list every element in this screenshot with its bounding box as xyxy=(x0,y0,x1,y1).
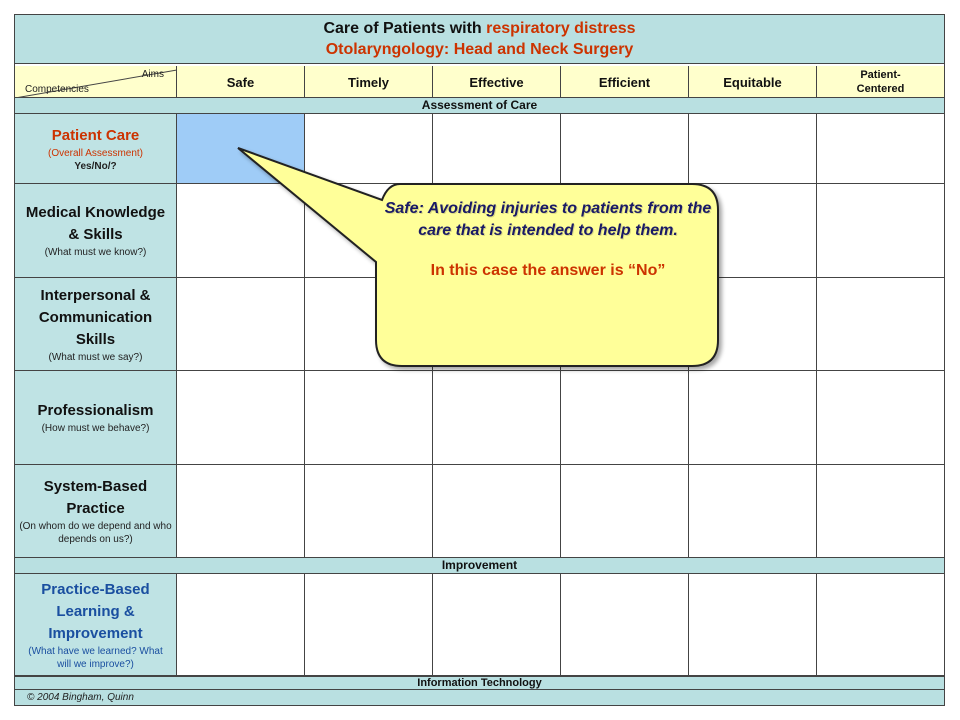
row-professionalism: Professionalism (How must we behave?) xyxy=(15,371,177,465)
aims-label: Aims xyxy=(141,69,164,80)
grid-cell[interactable] xyxy=(305,574,433,676)
aim-efficient: Efficient xyxy=(561,66,689,98)
row-subtitle: (On whom do we depend and who depends on… xyxy=(19,521,172,545)
grid-cell[interactable] xyxy=(817,114,944,184)
grid-cell[interactable] xyxy=(561,371,689,465)
title-accent: respiratory distress xyxy=(486,20,636,37)
row-medical-knowledge: Medical Knowledge & Skills (What must we… xyxy=(15,184,177,278)
grid-cell[interactable] xyxy=(817,465,944,558)
grid-cell[interactable] xyxy=(177,465,305,558)
page-title: Care of Patients with respiratory distre… xyxy=(323,20,636,37)
diagonal-divider xyxy=(15,69,177,98)
row-subtitle: (What must we know?) xyxy=(44,247,147,258)
row-interpersonal: Interpersonal & Communication Skills (Wh… xyxy=(15,278,177,371)
row-title: Interpersonal & Communication Skills xyxy=(38,286,153,348)
row-title: System-Based Practice xyxy=(43,478,148,517)
grid-cell[interactable] xyxy=(177,574,305,676)
row-title: Professionalism xyxy=(37,402,154,419)
row-subtitle: (What have we learned? What will we impr… xyxy=(28,645,163,670)
aims-competencies-corner: Aims Competencies xyxy=(15,66,177,98)
row-subtitle: (How must we behave?) xyxy=(41,423,150,434)
grid-cell[interactable] xyxy=(561,465,689,558)
aim-timely: Timely xyxy=(305,66,433,98)
grid-cell[interactable] xyxy=(817,371,944,465)
row-system-based: System-Based Practice (On whom do we dep… xyxy=(15,465,177,558)
callout-answer: In this case the answer is “No” xyxy=(430,262,666,279)
row-subtitle: (What must we say?) xyxy=(48,351,143,363)
section-information-technology: Information Technology xyxy=(15,676,944,690)
grid-cell[interactable] xyxy=(817,278,944,371)
grid-cell[interactable] xyxy=(817,574,944,676)
row-title: Practice-Based Learning & Improvement xyxy=(41,580,150,642)
grid-cell[interactable] xyxy=(305,371,433,465)
page-subtitle: Otolaryngology: Head and Neck Surgery xyxy=(325,41,634,58)
competencies-label: Competencies xyxy=(25,84,89,95)
aim-equitable: Equitable xyxy=(689,66,817,98)
grid-cell[interactable] xyxy=(689,465,817,558)
grid-cell[interactable] xyxy=(689,371,817,465)
row-answer-options: Yes/No/? xyxy=(74,160,117,172)
aim-patient-centered: Patient-Centered xyxy=(817,66,944,98)
grid-cell[interactable] xyxy=(433,574,561,676)
callout-definition: Safe: Avoiding injuries to patients from… xyxy=(384,200,712,239)
aim-effective: Effective xyxy=(433,66,561,98)
grid-cell[interactable] xyxy=(689,574,817,676)
row-title: Medical Knowledge & Skills xyxy=(25,204,166,243)
row-patient-care: Patient Care (Overall Assessment) Yes/No… xyxy=(15,114,177,184)
section-assessment: Assessment of Care xyxy=(15,97,944,114)
grid-cell[interactable] xyxy=(305,465,433,558)
grid-cell[interactable] xyxy=(177,371,305,465)
row-subtitle: (Overall Assessment) xyxy=(47,147,144,159)
grid-cell[interactable] xyxy=(817,184,944,278)
row-practice-based: Practice-Based Learning & Improvement (W… xyxy=(15,574,177,676)
title-bar: Care of Patients with respiratory distre… xyxy=(15,15,944,64)
grid-cell[interactable] xyxy=(433,465,561,558)
grid-cell[interactable] xyxy=(561,574,689,676)
copyright: © 2004 Bingham, Quinn xyxy=(15,690,944,706)
grid-cell[interactable] xyxy=(433,371,561,465)
aim-safe: Safe xyxy=(177,66,305,98)
callout-text: Safe: Avoiding injuries to patients from… xyxy=(380,198,716,282)
table-frame xyxy=(14,14,945,706)
row-title: Patient Care xyxy=(51,126,140,144)
